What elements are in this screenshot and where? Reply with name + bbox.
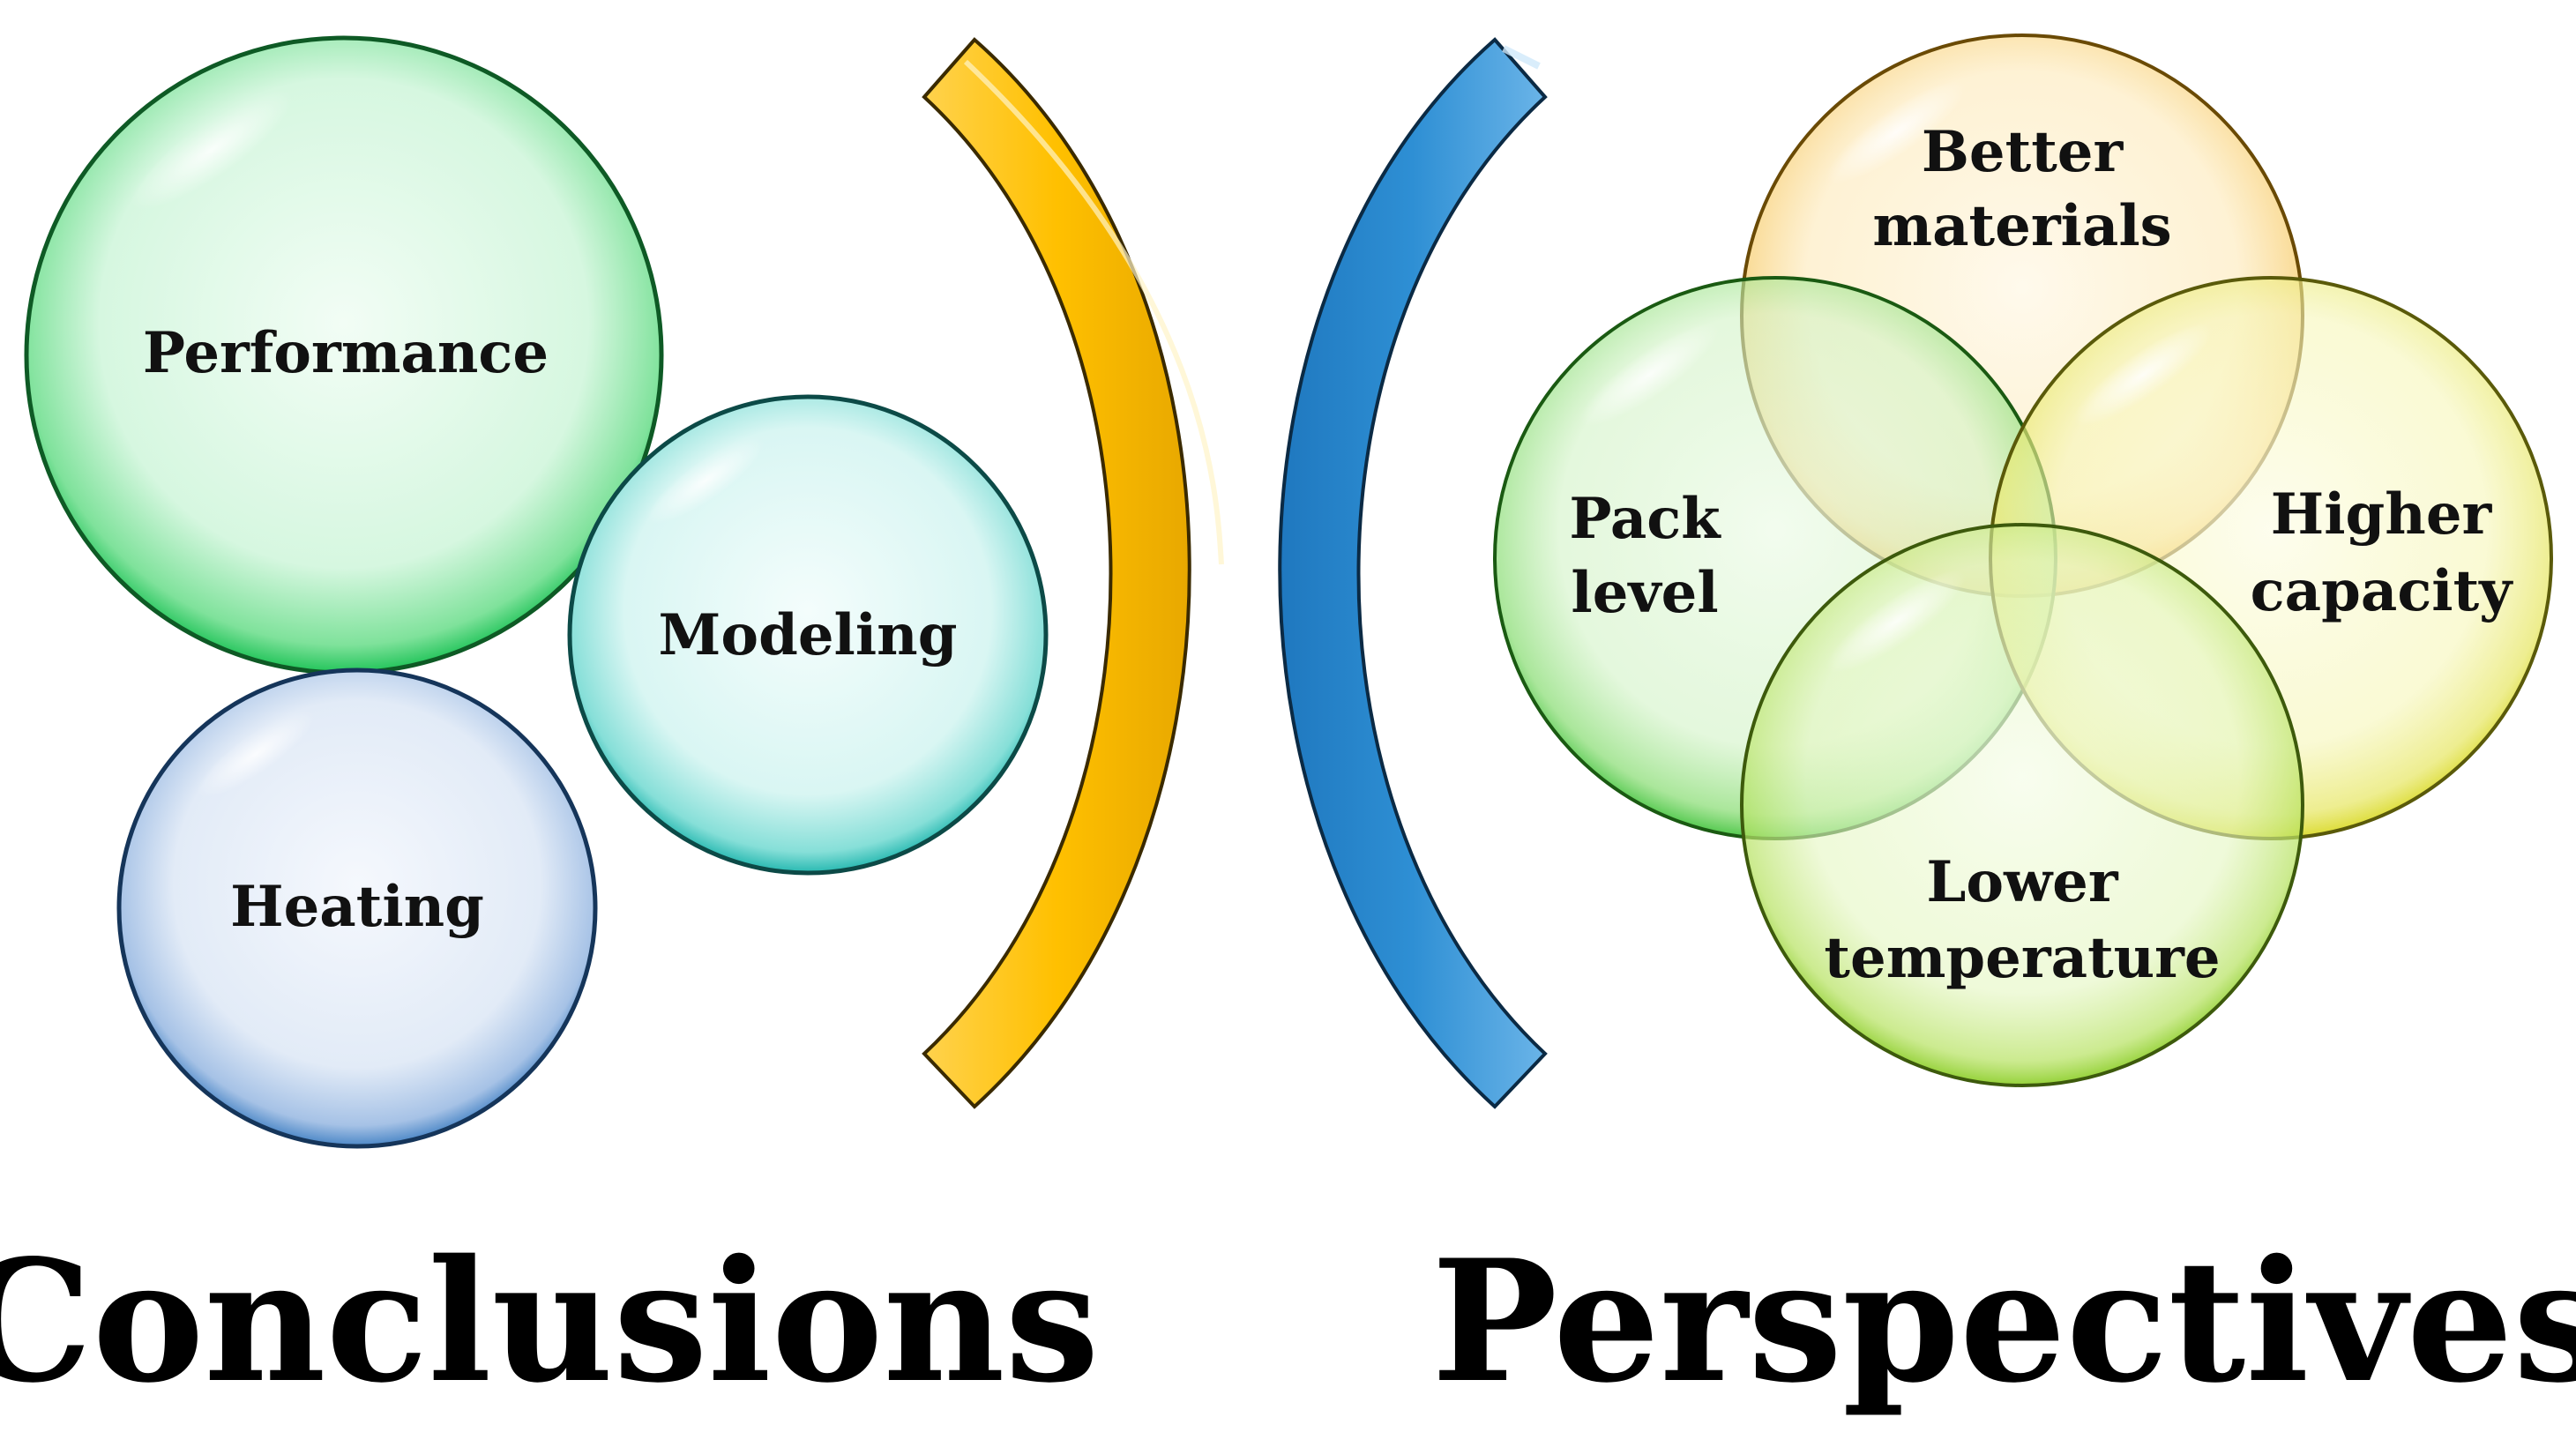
conclusions-title: Conclusions <box>0 1223 1100 1420</box>
perspectives-group: Better materials Pack level Higher capac… <box>1431 34 2576 1420</box>
pack-level-label-line1: Pack <box>1569 486 1721 552</box>
better-materials-label-line1: Better <box>1922 119 2124 185</box>
higher-capacity-label-line2: capacity <box>2251 558 2514 624</box>
modeling-label: Modeling <box>659 602 958 668</box>
heating-label: Heating <box>230 874 484 940</box>
perspectives-title: Perspectives <box>1431 1223 2576 1420</box>
pack-level-label-line2: level <box>1571 560 1718 626</box>
lower-temperature-bubble <box>1740 523 2304 1087</box>
heating-bubble: Heating <box>116 668 598 1149</box>
lower-temperature-label-line1: Lower <box>1926 849 2119 915</box>
modeling-bubble: Modeling <box>567 394 1049 876</box>
performance-bubble: Performance <box>24 35 664 675</box>
better-materials-label-line2: materials <box>1872 193 2171 259</box>
left-bracket <box>922 37 1224 1109</box>
performance-label: Performance <box>143 320 549 386</box>
right-bracket <box>1278 37 1548 1109</box>
conclusions-group: Performance Modeling Heating Conclusions <box>0 35 1100 1420</box>
lower-temperature-label-line2: temperature <box>1824 925 2220 991</box>
higher-capacity-label-line1: Higher <box>2271 481 2493 548</box>
